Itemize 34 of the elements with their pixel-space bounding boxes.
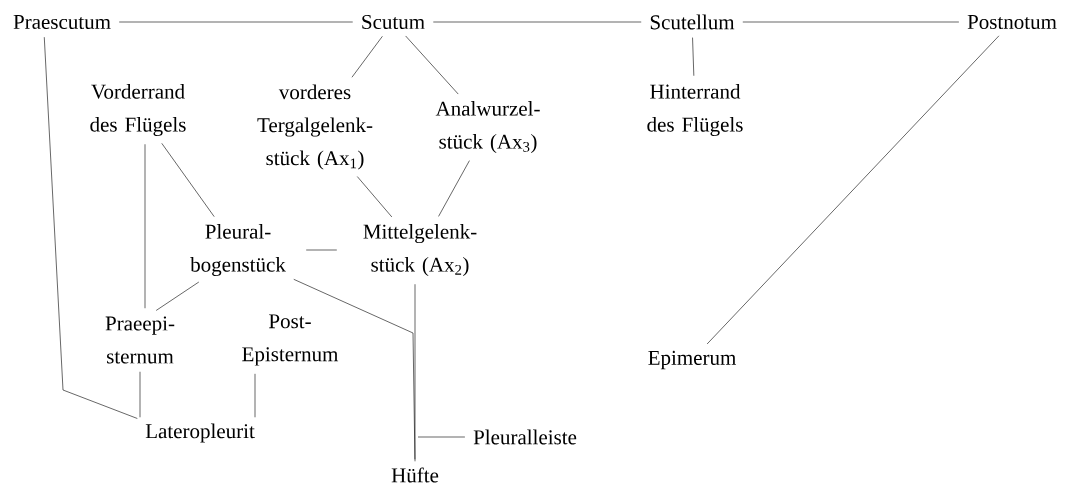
connector-line xyxy=(706,35,1000,345)
term-text: Pleural- bogenstück xyxy=(190,223,286,277)
connector-line xyxy=(139,371,141,418)
term-text: Praescutum xyxy=(13,15,111,29)
term-text: Hinterrand des Flügels xyxy=(647,83,743,137)
connector-line xyxy=(161,143,215,217)
term-text: Postnotum xyxy=(967,15,1057,29)
term-text: Lateropleurit xyxy=(145,423,255,443)
connector-line xyxy=(417,436,466,438)
connector-line xyxy=(742,21,960,23)
term-text: Pleuralleiste xyxy=(473,429,577,445)
connector-line xyxy=(414,283,416,462)
term-text: Scutellum xyxy=(650,14,735,30)
term-text: Mittelgelenk- stück (Ax$_{2}$) xyxy=(363,224,477,276)
connector-line xyxy=(118,21,354,23)
connector-line xyxy=(433,21,642,23)
term-text: Praeepi- sternum xyxy=(105,316,175,364)
connector-line xyxy=(155,281,200,311)
connector-line xyxy=(438,160,470,217)
term-text: Scutum xyxy=(362,14,425,30)
connector-line xyxy=(43,36,138,419)
connector-line xyxy=(144,143,146,309)
term-text: Analwurzel- stück (Ax$_{3}$) xyxy=(435,101,540,153)
term-text: Hüfte xyxy=(391,467,439,483)
term-text: Epimerum xyxy=(648,350,736,370)
term-text: Vorderrand des Flügels xyxy=(90,83,186,137)
connector-line xyxy=(351,35,383,78)
connector-line xyxy=(254,373,256,418)
term-text: vorderes Tergalgelenk- stück (Ax$_{1}$) xyxy=(257,84,373,170)
term-text: Post- Episternum xyxy=(242,314,339,366)
connector-line xyxy=(305,249,338,251)
connector-line xyxy=(405,35,459,95)
connector-line xyxy=(356,176,393,218)
connector-line xyxy=(692,37,695,77)
